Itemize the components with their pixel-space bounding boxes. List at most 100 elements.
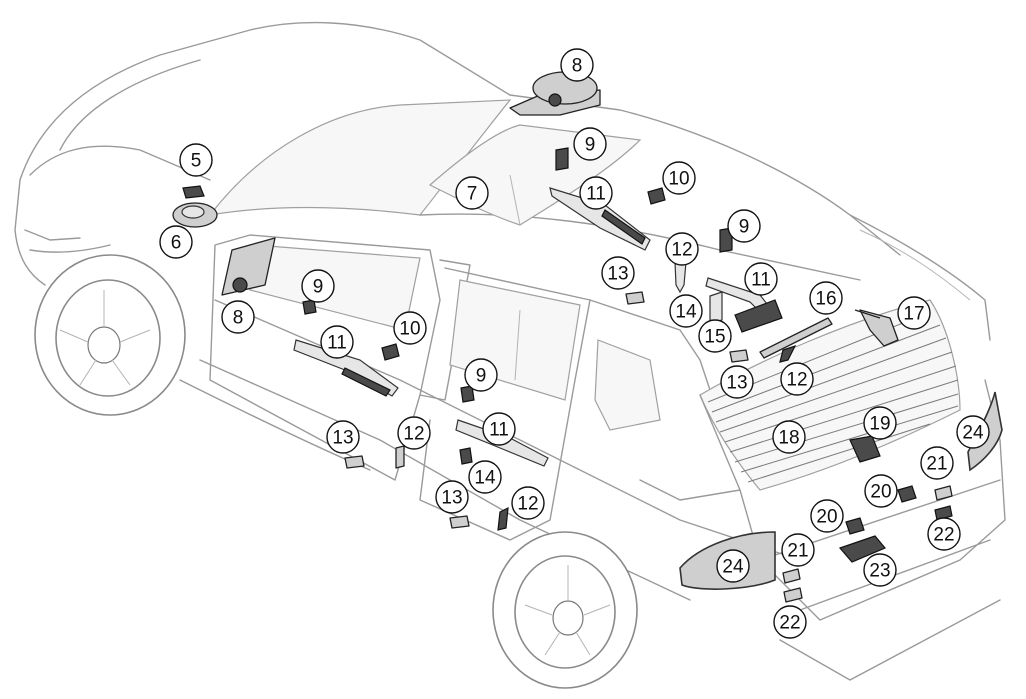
callout-circle bbox=[455, 176, 489, 210]
callout-12: 12 bbox=[665, 232, 699, 266]
part-16-bar bbox=[759, 317, 833, 359]
callout-circle bbox=[864, 474, 898, 508]
callout-8: 8 bbox=[221, 300, 255, 334]
callout-number: 9 bbox=[739, 217, 750, 238]
callout-number: 13 bbox=[726, 373, 747, 394]
callout-circle bbox=[772, 420, 806, 454]
callout-14: 14 bbox=[669, 294, 703, 328]
part-12-pin-c bbox=[395, 445, 405, 469]
callout-number: 14 bbox=[474, 468, 496, 489]
callout-number: 11 bbox=[586, 184, 606, 205]
callout-circle bbox=[744, 262, 778, 296]
callout-number: 9 bbox=[585, 135, 596, 156]
callout-number: 6 bbox=[171, 233, 182, 254]
part-17-wiper-motor bbox=[854, 309, 899, 347]
callout-14: 14 bbox=[468, 460, 502, 494]
part-20-clip-b bbox=[845, 517, 865, 535]
rear-wheel bbox=[492, 531, 638, 689]
part-23-handle bbox=[838, 535, 886, 563]
callout-number: 20 bbox=[816, 507, 837, 528]
callout-number: 13 bbox=[607, 264, 628, 285]
callout-number: 8 bbox=[572, 56, 583, 77]
callout-10: 10 bbox=[393, 311, 427, 345]
front-wheel bbox=[34, 254, 186, 416]
callout-9: 9 bbox=[464, 358, 498, 392]
part-22-clip-b bbox=[783, 587, 803, 603]
part-22-clip-a bbox=[934, 505, 953, 521]
part-21-block-a bbox=[934, 485, 953, 501]
part-8-front-panel bbox=[221, 237, 276, 296]
callout-number: 19 bbox=[869, 414, 890, 435]
callout-23: 23 bbox=[863, 553, 897, 587]
callout-13: 13 bbox=[601, 256, 635, 290]
callout-number: 12 bbox=[517, 494, 538, 515]
callout-18: 18 bbox=[772, 420, 806, 454]
part-14-bracket-b bbox=[459, 447, 473, 465]
part-13-block-c bbox=[344, 455, 365, 469]
callout-21: 21 bbox=[781, 533, 815, 567]
callout-circle bbox=[468, 460, 502, 494]
part-19-lock bbox=[849, 435, 881, 463]
callout-12: 12 bbox=[511, 486, 545, 520]
callout-circle bbox=[397, 416, 431, 450]
callout-number: 9 bbox=[476, 366, 487, 387]
callout-circle bbox=[662, 161, 696, 195]
callout-11: 11 bbox=[579, 176, 613, 210]
part-13-block-a bbox=[625, 291, 645, 305]
part-12-pin-a bbox=[674, 261, 687, 294]
callout-20: 20 bbox=[810, 499, 844, 533]
callout-17: 17 bbox=[897, 296, 931, 330]
callout-circle bbox=[920, 446, 954, 480]
callout-5: 5 bbox=[179, 143, 213, 177]
callout-number: 14 bbox=[675, 302, 697, 323]
callout-circle bbox=[773, 605, 807, 639]
part-14-bracket-a bbox=[709, 291, 723, 325]
callout-number: 20 bbox=[870, 482, 891, 503]
callout-19: 19 bbox=[863, 406, 897, 440]
callout-number: 21 bbox=[787, 541, 808, 562]
callout-circle bbox=[665, 232, 699, 266]
callout-22: 22 bbox=[927, 517, 961, 551]
callout-number: 13 bbox=[441, 488, 462, 509]
callout-number: 16 bbox=[815, 289, 836, 310]
callout-number: 12 bbox=[671, 240, 692, 261]
part-20-clip-a bbox=[897, 485, 917, 503]
callout-8: 8 bbox=[560, 48, 594, 82]
callout-number: 17 bbox=[903, 304, 924, 325]
callout-circle bbox=[781, 533, 815, 567]
callout-number: 8 bbox=[233, 308, 244, 329]
callout-circle bbox=[320, 325, 354, 359]
callout-circle bbox=[482, 412, 516, 446]
callout-number: 7 bbox=[467, 184, 478, 205]
callout-circle bbox=[727, 209, 761, 243]
part-5-clip bbox=[182, 185, 205, 199]
callout-circle bbox=[560, 48, 594, 82]
callout-circle bbox=[698, 319, 732, 353]
callout-10: 10 bbox=[662, 161, 696, 195]
callout-number: 11 bbox=[489, 420, 509, 441]
callout-number: 21 bbox=[926, 454, 947, 475]
part-10-clip-b bbox=[381, 343, 400, 361]
callout-circle bbox=[810, 499, 844, 533]
part-12-pin-d bbox=[497, 506, 509, 531]
callout-layer: 5678899991010111111111212121213131313141… bbox=[159, 48, 990, 639]
part-13-block-d bbox=[449, 515, 470, 529]
callout-21: 21 bbox=[920, 446, 954, 480]
part-11-trim-a bbox=[549, 187, 651, 251]
callout-7: 7 bbox=[455, 176, 489, 210]
callout-13: 13 bbox=[435, 480, 469, 514]
callout-24: 24 bbox=[716, 549, 750, 583]
callout-number: 10 bbox=[668, 169, 689, 190]
callout-6: 6 bbox=[159, 225, 193, 259]
callout-circle bbox=[897, 296, 931, 330]
callout-22: 22 bbox=[773, 605, 807, 639]
callout-circle bbox=[326, 420, 360, 454]
callout-circle bbox=[301, 269, 335, 303]
callout-number: 15 bbox=[704, 327, 725, 348]
callout-circle bbox=[601, 256, 635, 290]
part-13-block-b bbox=[729, 349, 749, 363]
callout-circle bbox=[956, 415, 990, 449]
callout-11: 11 bbox=[744, 262, 778, 296]
callout-number: 22 bbox=[933, 525, 954, 546]
